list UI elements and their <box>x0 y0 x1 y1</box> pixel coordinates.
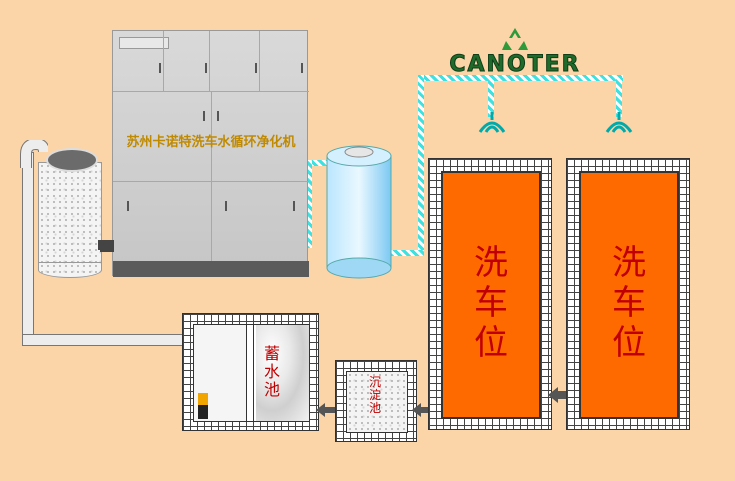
purification-machine: 苏州卡诺特洗车水循环净化机 <box>112 30 309 277</box>
pool-divider <box>246 325 254 421</box>
clean-water-tank <box>326 145 392 279</box>
clean-pipe-top <box>418 75 623 81</box>
flow-arrow-icon <box>316 403 338 417</box>
machine-base <box>113 261 309 277</box>
wash-bay-1-label: 洗车位 <box>474 243 508 363</box>
sprinkler-nozzle-icon <box>478 112 506 133</box>
return-pipe-hook <box>20 140 48 168</box>
clean-pipe-bottom <box>390 250 424 256</box>
storage-pool-label: 蓄水池 <box>264 344 281 399</box>
brand-name: CANOTER <box>449 52 581 78</box>
wash-bay-2-label: 洗车位 <box>612 243 646 363</box>
machine-nameplate <box>119 37 169 49</box>
sediment-tank: 沉淀池 <box>335 360 417 442</box>
return-pipe-horizontal <box>22 334 188 346</box>
clean-pipe-machine-down <box>306 160 312 248</box>
recycle-icon <box>502 28 528 50</box>
wash-bay-1-area: 洗车位 <box>441 171 541 419</box>
clean-pipe-drop-2 <box>616 75 622 117</box>
brand-logo: CANOTER <box>420 26 610 78</box>
storage-pool: 蓄水池 <box>182 313 319 431</box>
wash-bay-2-area: 洗车位 <box>579 171 679 419</box>
clean-pipe-drop-1 <box>488 75 494 117</box>
wash-bay-1: 洗车位 <box>428 158 552 430</box>
clean-pipe-riser <box>418 75 424 255</box>
wash-bay-2: 洗车位 <box>566 158 690 430</box>
sediment-tank-label: 沉淀池 <box>369 375 382 415</box>
clean-pipe-machine <box>306 160 334 166</box>
return-pipe-vertical <box>22 152 34 342</box>
machine-label: 苏州卡诺特洗车水循环净化机 <box>126 135 296 150</box>
flow-arrow-icon <box>412 403 434 417</box>
pump-icon <box>198 393 208 419</box>
storage-water <box>256 325 309 421</box>
filter-tank <box>32 148 108 278</box>
sprinkler-nozzle-icon <box>605 112 633 133</box>
feed-pipe <box>100 240 114 252</box>
